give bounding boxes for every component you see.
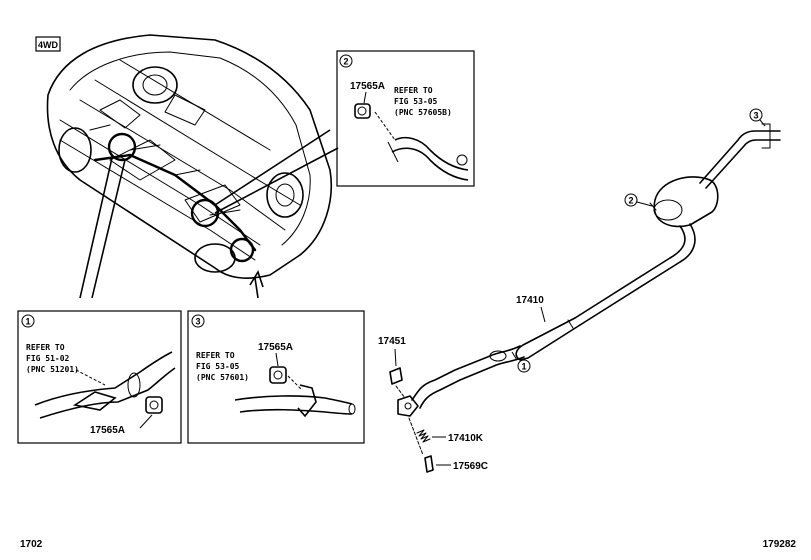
inset-3-refer-3: (PNC 57601): [196, 373, 249, 382]
part-17410-label: 17410: [516, 295, 544, 306]
part-17569c-label: 17569C: [453, 461, 488, 472]
inset-1-refer-2: FIG 51-02: [26, 354, 70, 363]
vehicle-underbody-drawing: [46, 34, 332, 279]
main-marker-3: 3: [753, 111, 758, 121]
inset-1-box: 1 REFER TO FIG 51-02 (PNC 51201) 17565A: [17, 310, 182, 444]
inset-3-refer-2: FIG 53-05: [196, 362, 240, 371]
main-marker-1: 1: [521, 362, 526, 372]
inset-2-refer-3: (PNC 57605B): [394, 108, 452, 117]
main-markers: 3 2 1: [511, 108, 766, 373]
inset-3-hanger-icon: [269, 366, 287, 384]
inset-2-hanger-icon: [354, 103, 371, 119]
inset-3-refer-1: REFER TO: [196, 351, 235, 360]
footer-right: 179282: [763, 539, 797, 550]
badge-4wd-text: 4WD: [38, 40, 59, 50]
inset-1-part-label: 17565A: [90, 425, 125, 436]
part-labels: 17410 17451 17410K 17569C: [378, 295, 546, 472]
inset-1-refer-1: REFER TO: [26, 343, 65, 352]
part-17410k-label: 17410K: [448, 433, 484, 444]
inset-3-part-label: 17565A: [258, 342, 293, 353]
inset-2-refer-1: REFER TO: [394, 86, 433, 95]
vehicle-leader-lines: [79, 129, 339, 299]
inset-2-refer-2: FIG 53-05: [394, 97, 438, 106]
inset-2-part-label: 17565A: [350, 81, 385, 92]
inset-3-marker: 3: [195, 317, 200, 327]
main-marker-2: 2: [628, 196, 633, 206]
footer-left: 1702: [20, 539, 43, 550]
gasket-17451-icon: [389, 367, 403, 385]
badge-4wd: 4WD: [35, 36, 61, 52]
inset-2-marker: 2: [343, 57, 348, 67]
part-17451-label: 17451: [378, 336, 406, 347]
inset-1-marker: 1: [25, 317, 30, 327]
inset-3-box: 3 17565A REFER TO FIG 53-05 (PNC 57601): [187, 310, 365, 444]
exhaust-assembly: [389, 123, 781, 473]
inset-2-box: 2 17565A REFER TO FIG 53-05 (PNC 57605B): [336, 50, 475, 187]
inset-1-refer-3: (PNC 51201): [26, 365, 79, 374]
inset-1-hanger-icon: [145, 396, 163, 414]
bolt-17569c-icon: [424, 455, 434, 473]
